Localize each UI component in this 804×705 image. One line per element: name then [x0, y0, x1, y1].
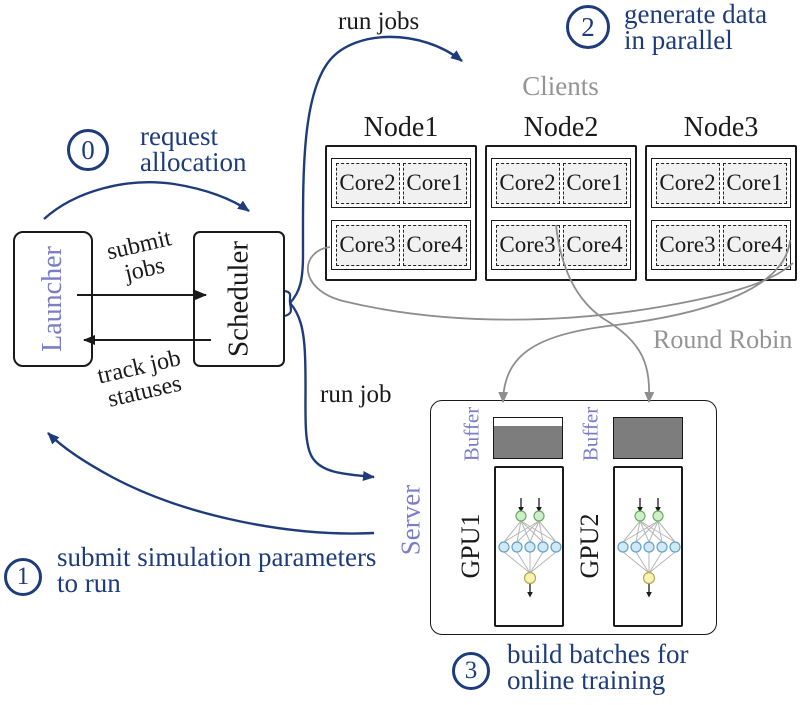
core-cell: Core2	[495, 162, 560, 204]
core-cell: Core1	[562, 162, 627, 204]
clients-label: Clients	[522, 71, 599, 101]
node3-row-top: Core2 Core1	[651, 158, 791, 208]
step-3-number: 3	[464, 657, 478, 684]
step-1-line2: to run	[57, 568, 121, 598]
node3-box: Core2 Core1 Core3 Core4	[645, 145, 797, 281]
step-2-badge: 2	[566, 5, 610, 49]
core-cell: Core3	[335, 224, 400, 266]
round-robin-label: Round Robin	[653, 325, 793, 354]
neural-network-icon	[617, 498, 681, 598]
node1-row-bottom: Core3 Core4	[331, 220, 471, 270]
core-cell: Core1	[402, 162, 467, 204]
core-cell: Core4	[562, 224, 627, 266]
step-0-label: request allocation	[140, 121, 247, 177]
node2-row-top: Core2 Core1	[491, 158, 631, 208]
node1-title: Node1	[363, 112, 439, 143]
step-2-line2: in parallel	[624, 25, 733, 55]
request-allocation-arrow	[43, 181, 250, 220]
run-job-label: run job	[320, 381, 392, 408]
scheduler-box	[193, 231, 285, 367]
core-cell: Core4	[402, 224, 467, 266]
step-2-line1: generate data	[624, 0, 768, 29]
node2-title: Node2	[523, 112, 599, 143]
core-cell: Core2	[335, 162, 400, 204]
gpu1-label: GPU1	[456, 513, 485, 579]
neural-network-icon	[498, 498, 562, 598]
core-cell: Core3	[655, 224, 720, 266]
node2-box: Core2 Core1 Core3 Core4	[485, 145, 637, 281]
buffer1-label: Buffer	[459, 406, 484, 462]
scheduler-label: Scheduler	[222, 241, 255, 357]
submit-jobs-label: submit jobs	[104, 225, 180, 289]
step-3-line2: online training	[507, 665, 666, 695]
core-cell: Core4	[722, 224, 787, 266]
step-3-label: build batches for online training	[507, 639, 689, 695]
step-0-number: 0	[81, 134, 95, 165]
node1-box: Core2 Core1 Core3 Core4	[325, 145, 477, 281]
scheduler-brace	[284, 289, 293, 318]
core-cell: Core1	[722, 162, 787, 204]
node3-row-bottom: Core3 Core4	[651, 220, 791, 270]
buffer2-fill-bar	[613, 417, 683, 459]
core-cell: Core2	[655, 162, 720, 204]
step-1-label: submit simulation parameters to run	[57, 542, 377, 598]
step-0-badge: 0	[67, 129, 109, 171]
step-3-badge: 3	[452, 652, 490, 690]
buffer1-fill-bar	[493, 417, 563, 459]
node2-row-bottom: Core3 Core4	[491, 220, 631, 270]
node3-title: Node3	[683, 112, 759, 143]
step-1-line1: submit simulation parameters	[57, 542, 377, 572]
step-0-line2: allocation	[140, 147, 247, 177]
step-1-number: 1	[16, 563, 30, 590]
launcher-label: Launcher	[37, 246, 68, 352]
submit-parameters-arrow	[47, 432, 375, 535]
step-0-line1: request	[140, 121, 218, 151]
core-cell: Core3	[495, 224, 560, 266]
server-label: Server	[395, 484, 426, 556]
buffer2-label: Buffer	[578, 406, 603, 462]
gpu2-label: GPU2	[575, 513, 604, 579]
node1-row-top: Core2 Core1	[331, 158, 471, 208]
run-jobs-label: run jobs	[338, 8, 420, 35]
step-1-badge: 1	[4, 558, 42, 596]
step-2-number: 2	[581, 11, 595, 42]
launcher-box	[13, 231, 93, 367]
step-3-line1: build batches for	[507, 639, 689, 669]
step-2-label: generate data in parallel	[624, 0, 768, 55]
track-statuses-label: track job statuses	[95, 345, 189, 414]
